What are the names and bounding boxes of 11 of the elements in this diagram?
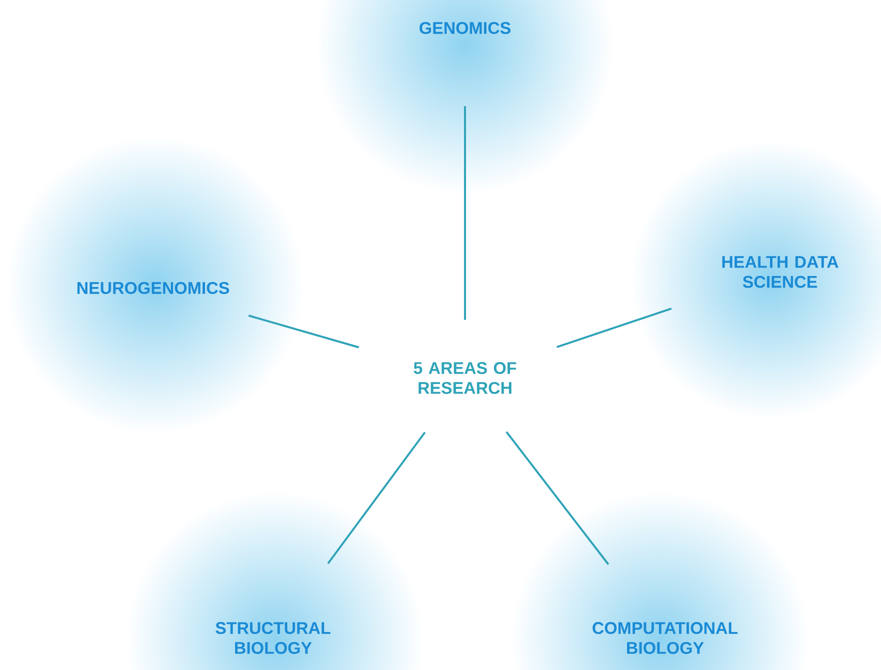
area-label: GENOMICS: [420, 22, 510, 34]
connector-line: [556, 308, 672, 348]
area-label: NEUROGENOMICS: [77, 282, 230, 294]
connector-line: [506, 431, 610, 565]
area-label: COMPUTATIONAL BIOLOGY: [592, 622, 738, 654]
center-label: 5 AREAS OF RESEARCH: [414, 362, 516, 394]
connector-line: [327, 432, 426, 564]
connector-line: [464, 106, 466, 320]
connector-line: [248, 314, 360, 348]
area-label: STRUCTURAL BIOLOGY: [216, 622, 330, 654]
area-label: HEALTH DATA SCIENCE: [722, 256, 838, 288]
